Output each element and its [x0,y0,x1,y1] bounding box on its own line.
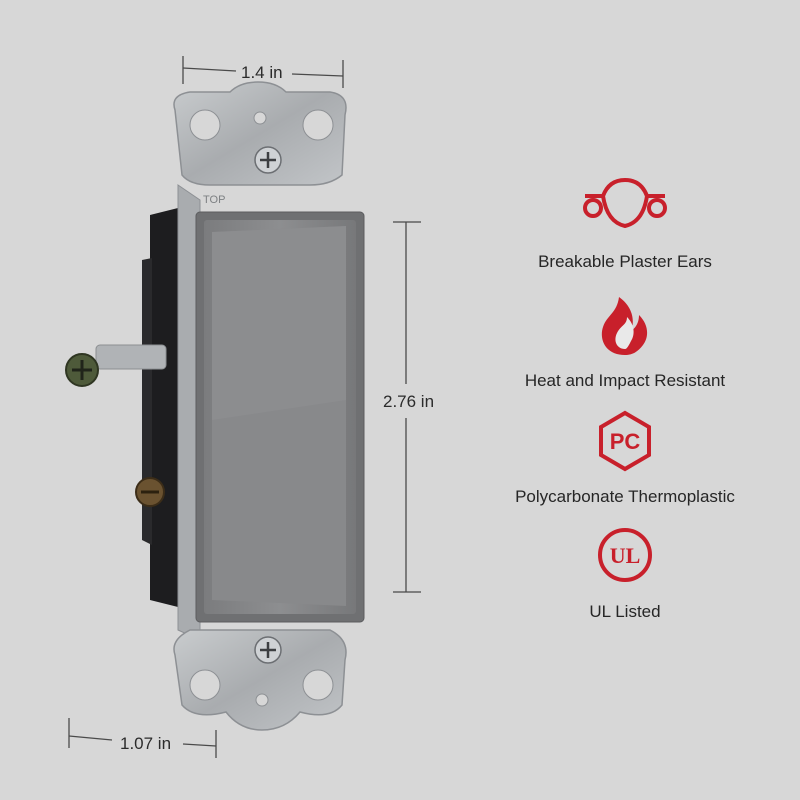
feature-plaster-ears: Breakable Plaster Ears [480,244,770,272]
pc-icon-text: PC [610,429,641,454]
width-dimension-label: 1.4 in [241,63,283,82]
rocker-switch [195,211,365,623]
ul-mark-icon: UL [598,528,652,582]
strap-screw-bottom [254,636,282,664]
feature-polycarbonate: Polycarbonate Thermoplastic [480,479,770,507]
strap-top-mark: TOP [203,194,225,206]
height-dimension-label: 2.76 in [383,392,435,411]
strap-screw-top [254,146,282,174]
width-dimension-line [182,56,344,88]
plaster-ears-icon [583,177,667,229]
feature-label: UL Listed [589,602,661,621]
height-dimension-line [393,221,421,593]
pc-hexagon-icon: PC [599,410,651,472]
mounting-strap [173,81,347,731]
side-terminal-screw-top [65,344,167,387]
feature-heat-impact: Heat and Impact Resistant [480,363,770,391]
flame-icon [601,297,648,355]
feature-label: Breakable Plaster Ears [538,252,712,271]
feature-label: Heat and Impact Resistant [524,371,726,390]
depth-dimension-line [68,718,217,758]
side-terminal-screw-bottom [135,477,165,507]
depth-dimension-label: 1.07 in [120,734,172,753]
feature-label: Polycarbonate Thermoplastic [515,487,735,506]
feature-ul-listed: UL Listed [480,594,770,622]
ul-icon-text: UL [610,543,641,568]
